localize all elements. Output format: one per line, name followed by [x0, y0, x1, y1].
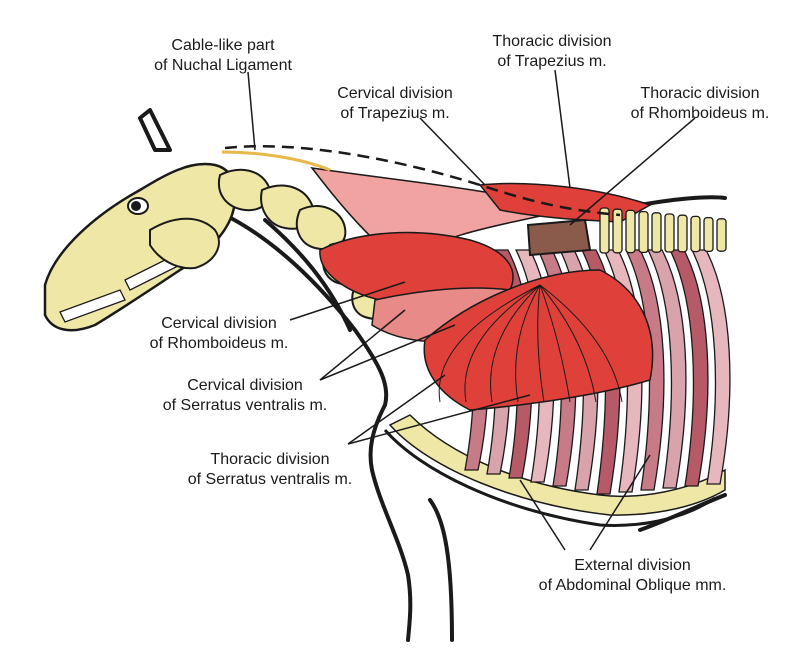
- serratus-fiber-8: [539, 284, 623, 403]
- abdominal-oblique-region: [388, 414, 726, 516]
- skull: [43, 162, 237, 332]
- thoracic-spine-6: [664, 213, 675, 253]
- thoracic-spine-9: [703, 216, 714, 253]
- thoracic-spine-1: [599, 207, 610, 254]
- serratus-fibers: [438, 284, 623, 403]
- serratus-fiber-4: [515, 284, 541, 403]
- thoracic-spine-7: [677, 214, 688, 253]
- rib-12: [690, 249, 731, 485]
- serratus-fiber-3: [490, 284, 541, 403]
- rib-11: [668, 249, 709, 487]
- teeth: [59, 254, 181, 323]
- eye-icon: [127, 197, 149, 215]
- serratus-fiber-1: [438, 284, 541, 403]
- serratus-fiber-7: [539, 284, 597, 403]
- thoracic-vertebrae: [599, 207, 727, 254]
- rhomboideus-thoracic: [526, 218, 592, 257]
- nuchal-ligament-solid: [221, 150, 331, 172]
- serratus-fiber-5: [537, 284, 545, 403]
- thoracic-spine-10: [716, 218, 727, 252]
- rib-9: [624, 249, 665, 491]
- thoracic-spine-4: [638, 210, 649, 254]
- thoracic-spine-5: [651, 212, 662, 253]
- abdomen-outline: [383, 429, 716, 527]
- leader-lines: [247, 69, 696, 551]
- thoracic-spine-8: [690, 215, 701, 253]
- rib-10: [646, 249, 687, 489]
- mandible: [149, 217, 220, 270]
- thoracic-spine-3: [625, 209, 636, 254]
- nuchal-ligament-dashed: [224, 145, 621, 217]
- trapezius-cervical: [310, 166, 547, 263]
- serratus-fiber-6: [539, 284, 571, 403]
- thoracic-spine-2: [612, 208, 623, 254]
- serratus-fiber-2: [464, 284, 541, 403]
